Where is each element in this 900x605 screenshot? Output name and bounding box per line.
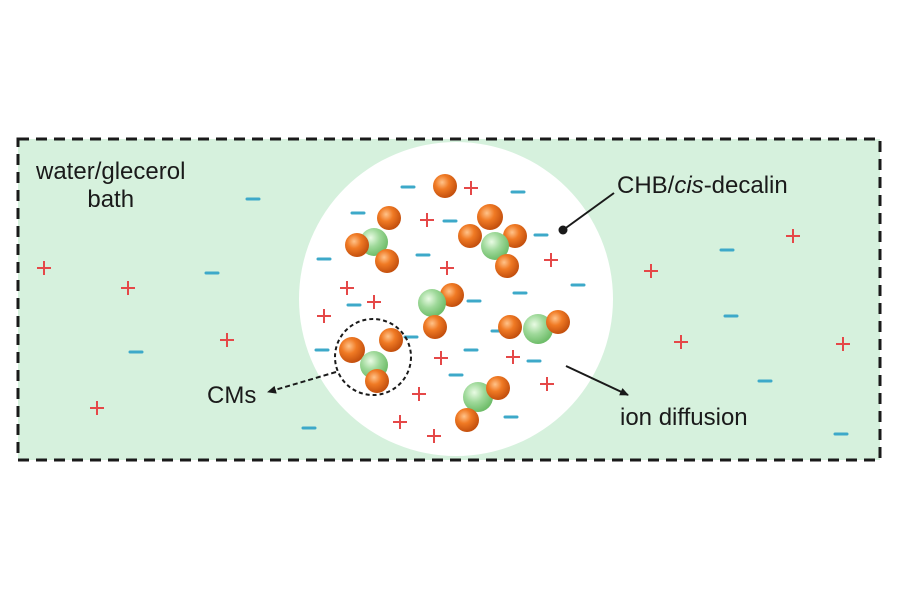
cm-cluster-center (418, 283, 464, 339)
cm-cluster-left (345, 206, 401, 273)
plus-ion (644, 264, 658, 278)
particles-label: CMs (207, 382, 257, 409)
orange-sphere (379, 328, 403, 352)
orange-sphere (546, 310, 570, 334)
green-sphere (463, 382, 493, 412)
plus-ion (367, 295, 381, 309)
green-sphere (523, 314, 553, 344)
plus-ion (836, 337, 850, 351)
plus-ion (121, 281, 135, 295)
droplet-pointer-dot (558, 225, 568, 235)
orange-sphere (365, 369, 389, 393)
cm-cluster-top-single (433, 174, 457, 198)
plus-ion (544, 253, 558, 267)
orange-sphere (423, 315, 447, 339)
plus-ion (427, 429, 441, 443)
particles-layer (339, 174, 570, 432)
cms-pointer-arrow (267, 371, 337, 394)
orange-sphere (339, 337, 365, 363)
cm-cluster-bottom (455, 376, 510, 432)
orange-sphere (498, 315, 522, 339)
droplet-pointer-line (562, 192, 615, 231)
droplet-label: CHB/cis-decalin (617, 172, 788, 200)
droplet-label-italic: cis (674, 172, 704, 199)
plus-ion (440, 261, 454, 275)
cm-cluster-circled (339, 328, 403, 393)
plus-ion (90, 401, 104, 415)
cm-cluster-right-mid (498, 310, 570, 344)
plus-ion (506, 350, 520, 364)
diffusion-arrow (565, 365, 629, 396)
plus-ion (786, 229, 800, 243)
orange-sphere (377, 206, 401, 230)
cms-highlight-circle (334, 318, 412, 396)
orange-sphere (495, 254, 519, 278)
orange-sphere (477, 204, 503, 230)
plus-ion (540, 377, 554, 391)
orange-sphere (433, 174, 457, 198)
droplet-label-suffix: -decalin (703, 172, 788, 199)
orange-sphere (486, 376, 510, 400)
orange-sphere (503, 224, 527, 248)
plus-ion (393, 415, 407, 429)
ions-layer (37, 181, 850, 443)
plus-ion (37, 261, 51, 275)
plus-ion (340, 281, 354, 295)
bath-label: water/glecerol bath (36, 158, 185, 213)
plus-ion (434, 351, 448, 365)
plus-ion (412, 387, 426, 401)
cm-cluster-right-top (458, 204, 527, 278)
orange-sphere (345, 233, 369, 257)
bath-label-line1: water/glecerol (36, 158, 186, 185)
plus-ion (464, 181, 478, 195)
bath-label-line2: bath (87, 185, 135, 213)
orange-sphere (455, 408, 479, 432)
plus-ion (317, 309, 331, 323)
plus-ion (674, 335, 688, 349)
green-sphere (481, 232, 509, 260)
plus-ion (220, 333, 234, 347)
green-sphere (418, 289, 446, 317)
orange-sphere (375, 249, 399, 273)
diffusion-label: ion diffusion (620, 404, 748, 431)
droplet-label-prefix: CHB/ (617, 172, 675, 199)
orange-sphere (458, 224, 482, 248)
orange-sphere (440, 283, 464, 307)
plus-ion (420, 213, 434, 227)
